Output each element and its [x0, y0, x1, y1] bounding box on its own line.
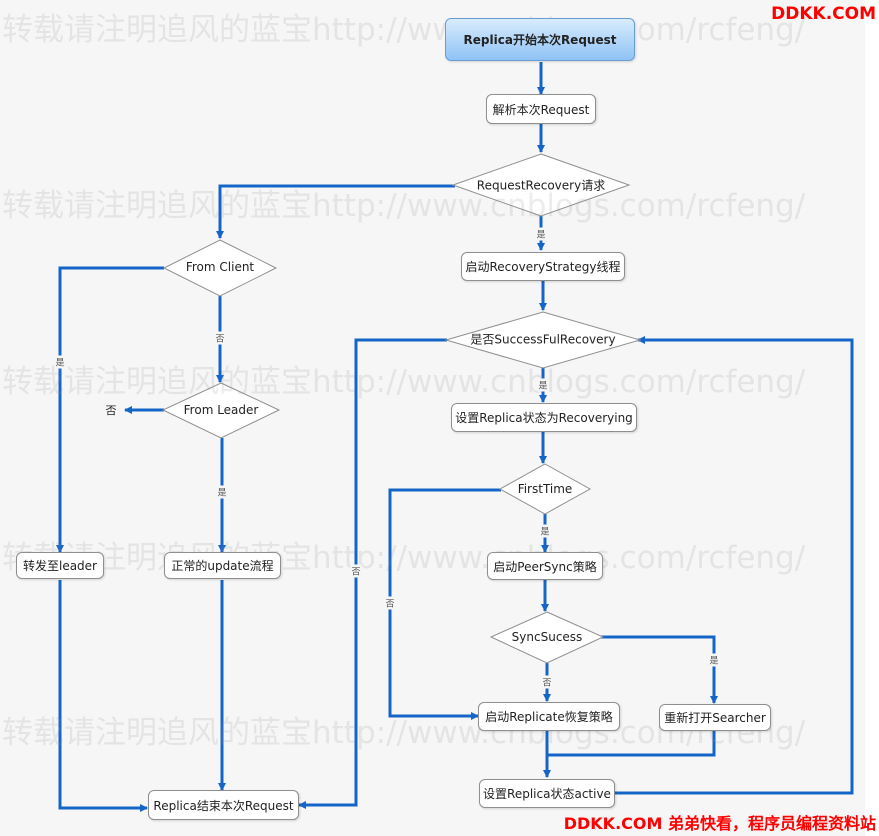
set-active-node[interactable]: 设置Replica状态active [479, 779, 615, 808]
request-recovery-decision[interactable]: RequestRecovery请求 [476, 178, 606, 193]
edge-label-success-yes: 是 [537, 378, 549, 392]
edge-active-loop [615, 336, 854, 795]
edge-syncsuccess-searcher [601, 635, 718, 704]
start-peersync-node[interactable]: 启动PeerSync策略 [487, 552, 603, 580]
edge-label-leader-no: 否 [104, 402, 118, 418]
edge-label-client-no: 否 [214, 331, 226, 345]
edge-label-client-yes: 是 [54, 355, 66, 369]
success-recovery-decision[interactable]: 是否SuccessFulRecovery [470, 332, 616, 347]
parse-request-node[interactable]: 解析本次Request [486, 94, 596, 124]
from-leader-decision[interactable]: From Leader [183, 403, 259, 417]
edge-label-first-yes: 是 [539, 524, 551, 538]
edge-recovery-client [216, 184, 455, 239]
decision-shape-from-leader [161, 382, 281, 439]
sync-success-decision[interactable]: SyncSucess [511, 630, 583, 644]
normal-update-node[interactable]: 正常的update流程 [164, 552, 281, 579]
edge-label-sync-no: 否 [541, 675, 553, 689]
decision-shape-sync-success [489, 611, 605, 664]
start-node[interactable]: Replica开始本次Request [445, 18, 635, 61]
decision-shape-success [444, 311, 642, 369]
start-replicate-node[interactable]: 启动Replicate恢复策略 [478, 702, 620, 731]
forward-to-leader-node[interactable]: 转发至leader [16, 552, 104, 579]
first-time-decision[interactable]: FirstTime [517, 482, 573, 496]
decision-shape-first-time [498, 463, 592, 515]
decision-shape-from-client [162, 239, 278, 297]
edge-success-end [298, 338, 447, 809]
end-request-node[interactable]: Replica结束本次Request [148, 790, 299, 820]
reopen-searcher-node[interactable]: 重新打开Searcher [659, 704, 771, 731]
brand-bottom: DDKK.COM 弟弟快看，程序员编程资料站 [563, 814, 876, 833]
edge-label-success-no: 否 [350, 564, 362, 578]
start-recovery-strategy-node[interactable]: 启动RecoveryStrategy线程 [461, 252, 625, 281]
from-client-decision[interactable]: From Client [185, 260, 255, 274]
edge-label-leader-yes: 是 [216, 485, 228, 499]
edge-client-forward [56, 266, 164, 553]
set-recovering-node[interactable]: 设置Replica状态为Recoverying [451, 403, 637, 432]
edge-label-first-no: 否 [384, 596, 396, 610]
decision-shape-recovery [451, 153, 631, 217]
edge-forward-end [58, 580, 148, 812]
brand-top: DDKK.COM [771, 4, 876, 24]
edge-label-sync-yes: 是 [708, 653, 720, 667]
edge-searcher-active [547, 731, 716, 757]
edge-first-replicate [388, 488, 501, 720]
edge-label-recovery-yes: 是 [535, 227, 547, 241]
